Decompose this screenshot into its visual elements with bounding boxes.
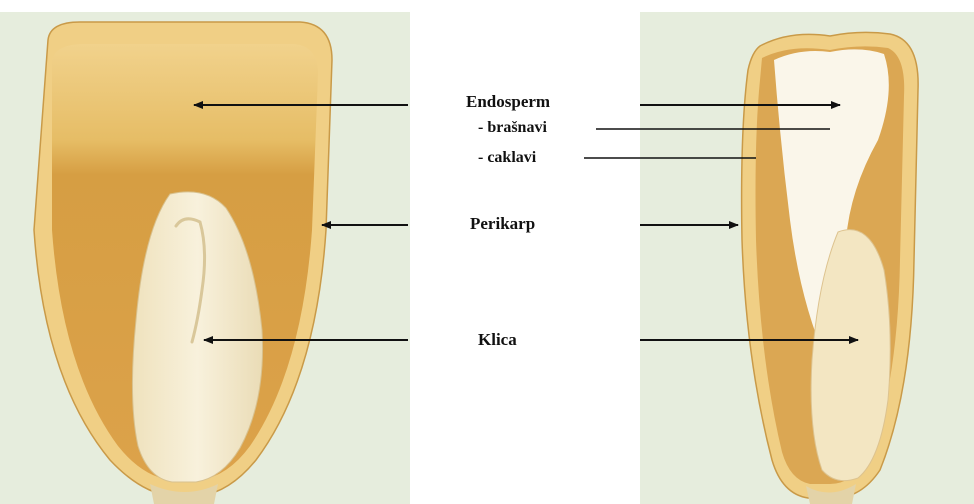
label-caklavi: - caklavi	[478, 148, 536, 168]
right-kernel-illustration	[742, 32, 919, 504]
label-perikarp: Perikarp	[470, 214, 535, 234]
label-endosperm: Endosperm	[466, 92, 550, 112]
label-brasnavi: - brašnavi	[478, 118, 547, 138]
label-klica: Klica	[478, 330, 517, 350]
left-kernel-illustration	[34, 22, 332, 504]
